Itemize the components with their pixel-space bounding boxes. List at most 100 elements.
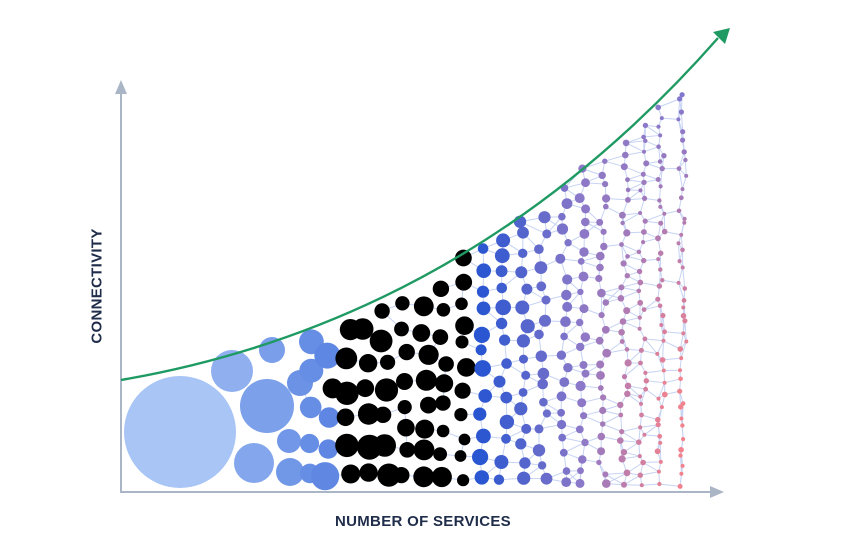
service-node (617, 295, 625, 302)
service-node (656, 257, 661, 262)
service-node (618, 455, 626, 463)
service-node (560, 316, 571, 328)
network-link (646, 380, 665, 384)
service-node (599, 421, 606, 427)
service-node (617, 401, 624, 409)
service-node (455, 249, 472, 267)
network-link (663, 340, 681, 350)
service-node (623, 229, 631, 237)
service-node (234, 443, 274, 483)
service-node (659, 116, 664, 121)
service-node (636, 288, 642, 294)
service-node (276, 458, 304, 486)
service-node (581, 369, 590, 378)
service-node (600, 394, 607, 401)
service-node (659, 357, 666, 363)
service-node (277, 429, 301, 453)
network-link (640, 424, 659, 428)
service-node (596, 371, 605, 380)
service-node (299, 396, 322, 419)
service-node (620, 260, 627, 267)
service-node (579, 304, 589, 314)
service-node (476, 428, 491, 444)
service-node (658, 204, 663, 209)
service-node (678, 195, 684, 201)
x-axis-title: NUMBER OF SERVICES (335, 513, 511, 530)
service-node (642, 195, 648, 201)
service-node (373, 434, 397, 457)
service-node (655, 104, 661, 111)
network-link (680, 94, 683, 113)
network-link (563, 442, 586, 454)
network-link (680, 111, 684, 132)
service-node (597, 432, 606, 441)
service-node (477, 243, 489, 254)
service-node (575, 425, 584, 434)
network-link (620, 414, 623, 432)
service-node (521, 283, 533, 295)
service-node (413, 296, 434, 317)
service-node (299, 433, 320, 454)
network-link (658, 269, 661, 287)
service-node (678, 404, 684, 410)
service-node (556, 391, 567, 402)
service-node (374, 406, 392, 423)
service-node (620, 220, 625, 226)
service-node (661, 228, 668, 235)
service-node (680, 265, 685, 270)
network-link (662, 315, 666, 332)
service-node (557, 408, 565, 417)
service-node (494, 248, 510, 264)
service-node (557, 419, 567, 430)
network-link (643, 298, 659, 310)
service-node (637, 315, 642, 320)
service-node (579, 247, 589, 257)
service-node (661, 338, 666, 343)
service-node (413, 466, 435, 488)
service-node (662, 380, 667, 385)
service-node (640, 459, 646, 466)
service-node (680, 463, 685, 468)
service-node (494, 455, 509, 469)
service-node (314, 342, 341, 369)
y-axis-title: CONNECTIVITY (88, 228, 106, 344)
service-node (676, 166, 682, 172)
network-link (679, 358, 682, 371)
service-node (639, 483, 644, 488)
service-node (637, 326, 642, 331)
service-node (474, 470, 489, 485)
service-node (454, 408, 468, 422)
network-link (605, 287, 622, 303)
connectivity-trend (120, 28, 730, 382)
service-node (581, 178, 590, 188)
service-node (455, 316, 474, 336)
service-node (558, 212, 566, 221)
network-link (678, 282, 685, 301)
service-node (638, 360, 643, 366)
service-node (564, 239, 572, 247)
network-link (605, 472, 628, 475)
service-node (623, 307, 631, 315)
service-node (637, 299, 644, 306)
network-link (682, 267, 686, 289)
service-node (493, 474, 505, 485)
service-node (638, 188, 643, 193)
service-node (377, 463, 401, 487)
service-node (476, 301, 491, 316)
service-node (599, 406, 607, 415)
service-node (679, 356, 684, 361)
service-node (431, 466, 452, 488)
service-node (680, 313, 687, 319)
service-node (636, 268, 643, 275)
service-node (642, 122, 649, 129)
service-node (541, 295, 551, 305)
service-node (597, 447, 606, 456)
service-node (637, 454, 642, 459)
service-node (658, 184, 663, 189)
service-node (625, 187, 631, 193)
network-link (645, 140, 659, 148)
service-node (454, 450, 467, 462)
service-node (619, 211, 626, 219)
service-node (536, 281, 547, 292)
service-node (678, 376, 683, 382)
